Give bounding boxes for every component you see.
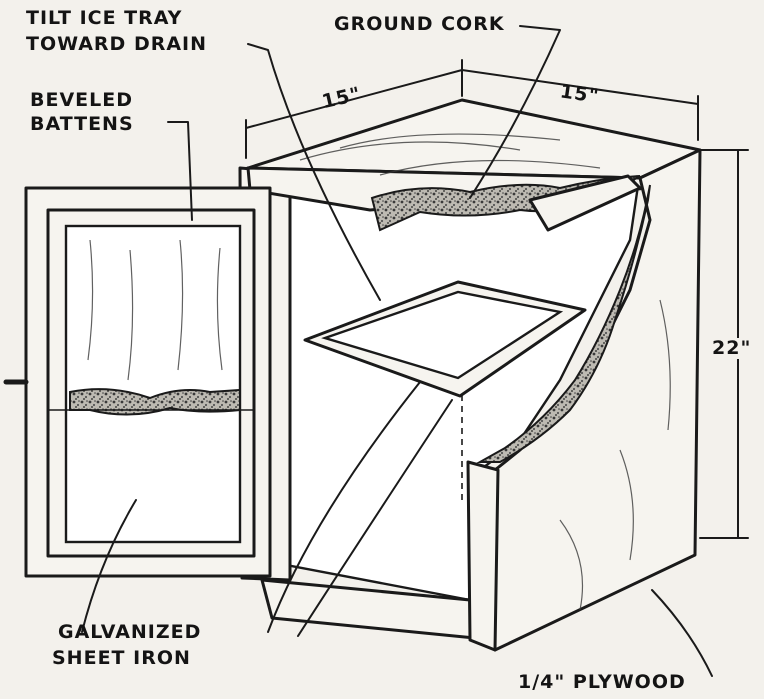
label-tilt-line2: TOWARD DRAIN	[26, 33, 208, 55]
leader-galvanized-tray-1	[267, 381, 421, 633]
label-beveled-line2: BATTENS	[30, 113, 134, 135]
door-panel	[64, 224, 242, 544]
side-cork-fill	[476, 184, 651, 463]
label-galv-line2: SHEET IRON	[52, 647, 191, 669]
leader-galvanized-door	[81, 499, 137, 633]
label-ground-cork: GROUND CORK	[334, 13, 505, 35]
leader-lines	[81, 25, 713, 677]
top-woodgrain	[299, 133, 601, 176]
leader-galvanized-tray-2	[297, 399, 453, 637]
leader-tilt-tray	[247, 43, 381, 301]
top-batten	[528, 174, 642, 232]
leader-beveled-battens	[167, 121, 193, 221]
label-galv-line1: GALVANIZED	[58, 621, 202, 643]
leader-plywood	[651, 589, 713, 677]
label-beveled-line1: BEVELED	[30, 89, 134, 111]
label-tilt-line1: TILT ICE TRAY	[26, 7, 183, 29]
side-woodgrain	[559, 299, 671, 611]
label-dim-height: 22"	[712, 337, 752, 359]
door	[3, 186, 272, 578]
ice-tray-inner	[321, 290, 564, 380]
front-post	[466, 460, 500, 652]
cabinet	[238, 98, 702, 652]
cabinet-top	[246, 98, 702, 180]
leader-ground-cork	[469, 25, 561, 199]
label-plywood: 1/4" PLYWOOD	[518, 671, 686, 693]
door-woodgrain	[87, 239, 223, 381]
